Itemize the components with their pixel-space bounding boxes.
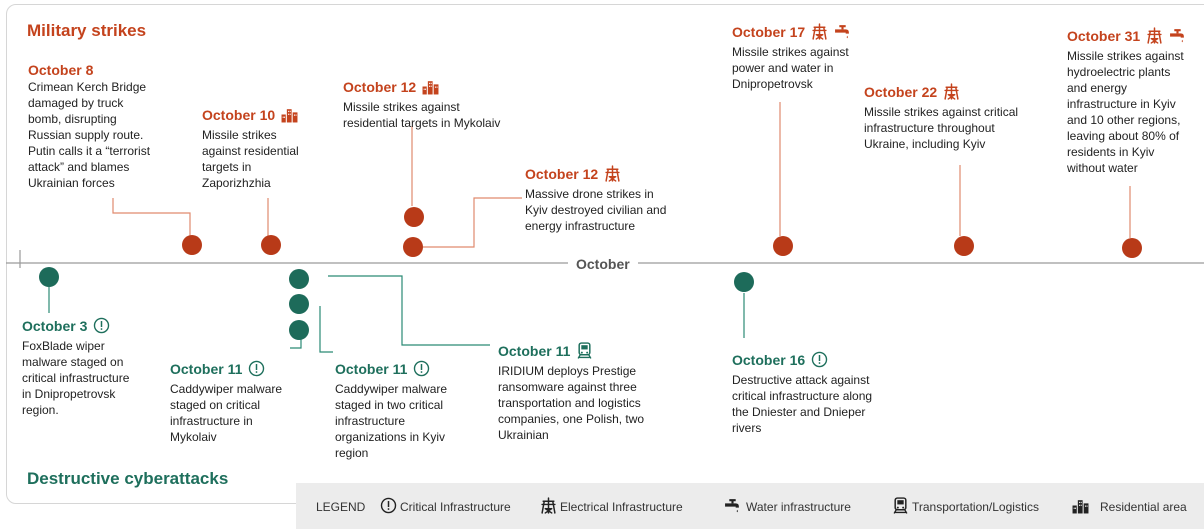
legend-item-label: Residential area [1100,500,1187,514]
electrical-icon [540,497,557,519]
cyber-marker [289,320,309,340]
legend-item-label: Critical Infrastructure [400,500,511,514]
military-event-date: October 12 [525,166,599,182]
cyber-event-text: FoxBlade wiper malware staged on critica… [22,339,130,417]
military-event: October 31 Missile strikes against hydro… [1067,27,1186,176]
cyber-event-header: October 11 [335,360,447,381]
military-event-header: October 8 [28,61,150,79]
military-event-header: October 10 [202,106,299,127]
military-event: October 12 Massive drone strikes in Kyiv … [525,165,666,234]
military-event-header: October 31 [1067,27,1186,48]
water-icon [834,23,851,44]
cyber-event: October 11 Caddywiper malware staged on … [170,360,282,445]
cyberattacks-title: Destructive cyberattacks [27,469,229,488]
cyber-event-header: October 11 [498,342,644,363]
cyber-event-header: October 16 [732,351,872,372]
military-marker [404,207,424,227]
military-event: October 22 Missile strikes against critic… [864,83,1018,152]
residential-icon [422,78,439,99]
military-event-header: October 22 [864,83,1018,104]
axis-label: October [568,256,638,272]
military-event-date: October 17 [732,24,806,40]
transport-icon [576,342,593,363]
cyber-event-text: Destructive attack against critical infr… [732,373,873,435]
military-event-text: Crimean Kerch Bridge damaged by truck bo… [28,80,151,190]
critical-icon [248,360,265,381]
military-event-date: October 12 [343,79,417,95]
cyber-event-text: IRIDIUM deploys Prestige ransomware agai… [498,364,645,442]
military-event-text: Missile strikes against hydroelectric pl… [1067,49,1184,175]
cyber-marker [39,267,59,287]
military-connector [423,197,522,248]
legend-item-label: Electrical Infrastructure [560,500,683,514]
cyber-marker [289,294,309,314]
electrical-icon [943,83,960,104]
military-event: October 8 Crimean Kerch Bridge damaged by… [28,61,150,191]
military-marker [954,236,974,256]
cyber-event-date: October 11 [335,361,408,377]
military-event-date: October 31 [1067,28,1141,44]
cyber-event-header: October 3 [22,317,129,338]
electrical-icon [604,165,621,186]
military-marker [182,235,202,255]
transport-icon [892,497,909,519]
military-event: October 10 Missile strikes against resid… [202,106,299,191]
cyber-event-date: October 11 [170,361,243,377]
military-marker [261,235,281,255]
cyber-event-text: Caddywiper malware staged in two critica… [335,382,448,460]
military-event-header: October 12 [525,165,666,186]
military-event-header: October 17 [732,23,851,44]
water-icon [724,497,741,519]
cyber-event-date: October 16 [732,352,806,368]
cyber-event-date: October 11 [498,343,571,359]
military-connector [112,198,191,236]
military-marker [773,236,793,256]
military-strikes-title: Military strikes [27,21,147,40]
legend-title: LEGEND [316,500,366,514]
residential-icon [1072,497,1089,519]
cyber-event: October 16 Destructive attack against cr… [732,351,872,436]
cyber-event-date: October 3 [22,318,88,334]
military-event-text: Missile strikes against critical infrast… [864,105,1019,151]
military-event-date: October 10 [202,107,276,123]
timeline-panel [6,4,1204,504]
cyber-event-text: Caddywiper malware staged on critical in… [170,382,283,444]
electrical-icon [811,23,828,44]
military-marker [403,237,423,257]
military-event: October 17 Missile strikes against power… [732,23,851,92]
military-event-text: Missile strikes against residential targ… [343,100,501,130]
critical-icon [93,317,110,338]
cyber-marker [289,269,309,289]
critical-icon [413,360,430,381]
military-event-text: Massive drone strikes in Kyiv destroyed … [525,187,667,233]
military-event-text: Missile strikes against power and water … [732,45,849,91]
cyber-connector [328,275,490,346]
military-event-text: Missile strikes against residential targ… [202,128,299,190]
electrical-icon [1146,27,1163,48]
military-event-header: October 12 [343,78,500,99]
military-event-date: October 8 [28,62,94,78]
cyber-event: October 11 Caddywiper malware staged in … [335,360,447,461]
cyber-marker [734,272,754,292]
legend: LEGEND Critical Infrastructure Electrical… [296,483,1204,529]
military-event-date: October 22 [864,84,938,100]
critical-icon [380,497,397,519]
cyber-event: October 3 FoxBlade wiper malware staged … [22,317,129,418]
cyber-connector [319,306,333,353]
water-icon [1169,27,1186,48]
critical-icon [811,351,828,372]
cyber-event-header: October 11 [170,360,282,381]
military-event: October 12 Missile strikes against resid… [343,78,500,131]
legend-item-label: Transportation/Logistics [912,500,1039,514]
legend-item-label: Water infrastructure [746,500,851,514]
cyber-event: October 11 IRIDIUM deploys Prestige rans… [498,342,644,443]
residential-icon [281,106,298,127]
military-marker [1122,238,1142,258]
